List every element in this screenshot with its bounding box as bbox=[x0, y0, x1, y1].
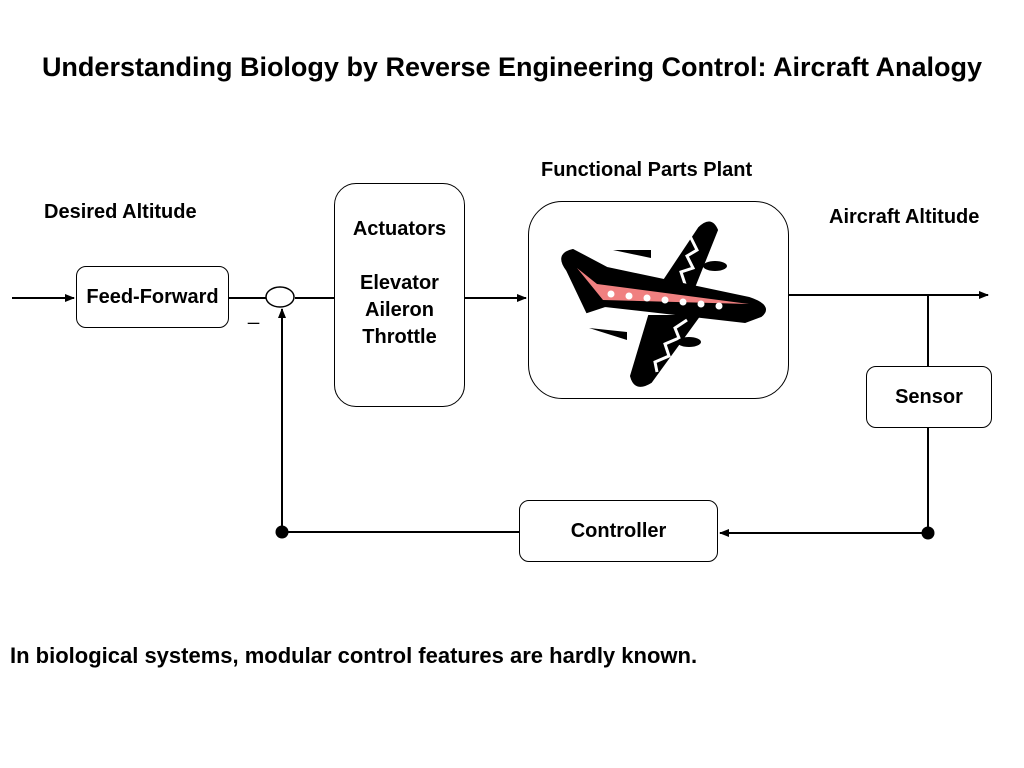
desired-altitude-label: Desired Altitude bbox=[44, 201, 197, 223]
actuators-block: Actuators Elevator Aileron Throttle bbox=[334, 183, 465, 407]
minus-sign: _ bbox=[248, 303, 260, 325]
actuator-item-aileron: Aileron bbox=[365, 299, 434, 321]
controller-block: Controller bbox=[519, 500, 718, 562]
airplane-icon bbox=[560, 221, 766, 387]
sensor-block: Sensor bbox=[866, 366, 992, 428]
feed-forward-block: Feed-Forward bbox=[76, 266, 229, 328]
sensor-label: Sensor bbox=[895, 385, 963, 408]
feedback-node bbox=[275, 525, 289, 539]
aircraft-altitude-label: Aircraft Altitude bbox=[829, 206, 980, 228]
sensor-node bbox=[921, 526, 935, 540]
plant-label: Functional Parts Plant bbox=[541, 159, 753, 181]
footnote-text: In biological systems, modular control f… bbox=[10, 643, 698, 668]
plant-block bbox=[528, 201, 789, 399]
controller-label: Controller bbox=[570, 519, 667, 542]
summing-junction bbox=[265, 286, 295, 308]
feed-forward-label: Feed-Forward bbox=[86, 285, 219, 308]
actuator-item-elevator: Elevator bbox=[360, 272, 439, 294]
actuators-heading: Actuators bbox=[352, 218, 447, 240]
actuator-item-throttle: Throttle bbox=[362, 326, 437, 348]
slide-title: Understanding Biology by Reverse Enginee… bbox=[41, 52, 983, 82]
